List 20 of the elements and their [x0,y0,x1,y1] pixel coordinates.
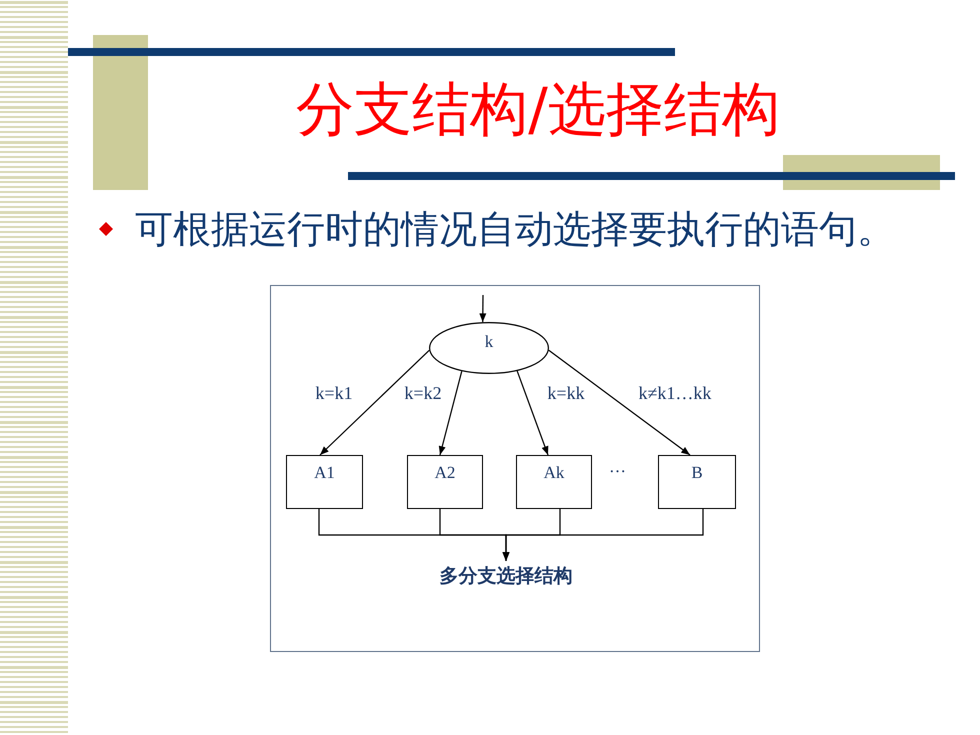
node-label: A2 [434,463,456,483]
node-label: B [691,463,703,483]
process-box [516,455,592,509]
ellipsis-text: … [609,457,626,477]
arrow [502,509,704,561]
node-label: Ak [544,463,564,483]
process-box [286,455,363,509]
decision-ellipse [429,322,549,374]
process-box [407,455,483,509]
arrow [479,295,486,322]
arrow [320,350,430,456]
caption-text: 多分支选择结构 [426,561,586,591]
arrow [548,350,690,456]
process-box [658,455,736,509]
arrow [438,371,462,456]
arrow [516,370,549,456]
slide-title: 分支结构/选择结构 [295,74,781,144]
node-label: k [484,332,494,352]
node-label: A1 [314,463,335,483]
bullet-text: 可根据运行时的情况自动选择要执行的语句。 [135,206,895,252]
